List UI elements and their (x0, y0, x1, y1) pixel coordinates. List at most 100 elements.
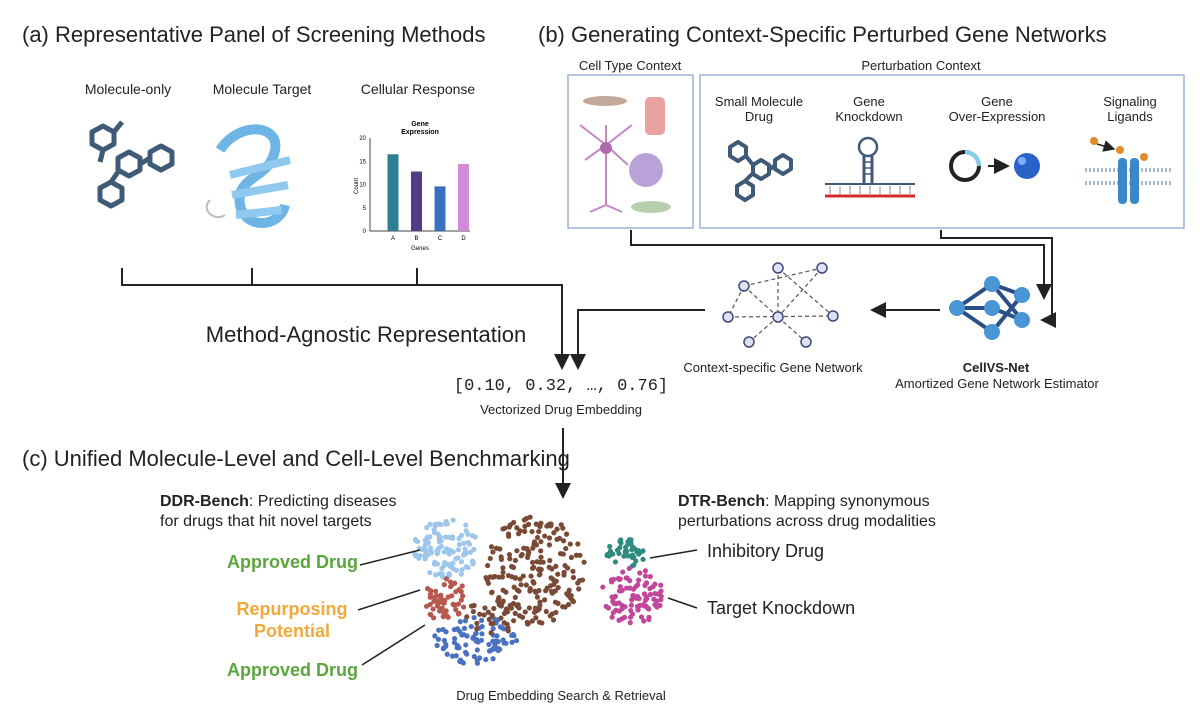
scatter-point-approved-2 (441, 637, 447, 643)
scatter-point-other (506, 551, 513, 558)
scatter-point-other (498, 615, 504, 621)
mini-chart-ytick: 20 (359, 136, 366, 142)
scatter-point-other (511, 618, 517, 624)
scatter-point-other (529, 559, 536, 566)
scatter-point-other (503, 606, 510, 612)
scatter-point-approved-2 (435, 636, 442, 642)
model-name: CellVS-Net (962, 360, 1030, 375)
scatter-point-other (529, 565, 536, 571)
scatter-point-knockdown (605, 605, 612, 611)
scatter-point-approved-2 (477, 655, 483, 661)
embedding-vector: [0.10, 0.32, …, 0.76] (453, 377, 669, 396)
dtr-bench-description: DTR-Bench: Mapping synonymous perturbati… (678, 493, 936, 530)
perturbation-box (699, 74, 1185, 229)
scatter-point-approved (431, 561, 438, 567)
scatter-point-other (560, 538, 567, 544)
scatter-point-other (502, 525, 508, 531)
scatter-point-other (561, 569, 567, 575)
scatter-point-approved (445, 561, 451, 567)
scatter-point-other (526, 549, 532, 556)
representation-label: Method-Agnostic Representation (205, 322, 527, 347)
scatter-point-other (500, 587, 506, 593)
scatter-point-other (560, 604, 566, 610)
scatter-point-other (565, 565, 571, 571)
scatter-point-other (481, 612, 487, 618)
scatter-point-other (526, 605, 533, 611)
scatter-point-other (512, 557, 519, 564)
mini-chart-ytick: 5 (363, 206, 367, 212)
mini-chart-xtick: D (461, 236, 466, 242)
cell-context-connector (630, 230, 1052, 300)
scatter-point-approved (441, 549, 447, 555)
scatter-point-knockdown (642, 573, 649, 579)
scatter-point-other (537, 523, 543, 530)
panel-b-title: (b) Generating Context-Specific Perturbe… (538, 22, 1107, 47)
scatter-point-repurposing (427, 594, 433, 600)
scatter-point-repurposing (423, 603, 430, 609)
scatter-point-approved-2 (479, 623, 485, 630)
scatter-point-other (506, 524, 512, 530)
scatter-point-other (521, 545, 527, 551)
scatter-point-repurposing (431, 598, 437, 604)
scatter-point-knockdown (637, 570, 643, 576)
scatter-point-approved-2 (488, 647, 495, 653)
scatter-point-other (497, 546, 503, 552)
scatter-point-other (487, 555, 493, 562)
scatter-point-approved (453, 556, 459, 562)
scatter-point-other (500, 565, 506, 571)
scatter-point-approved-2 (462, 618, 469, 624)
scatter-point-approved-2 (453, 653, 459, 659)
scatter-point-repurposing (455, 601, 461, 607)
scatter-point-other (546, 542, 553, 548)
scatter-point-other (529, 618, 535, 624)
scatter-point-repurposing (437, 608, 443, 614)
mini-chart-ytick: 0 (363, 229, 367, 235)
scatter-point-other (505, 531, 512, 537)
scatter-point-other (551, 530, 557, 536)
scatter-point-other (576, 586, 582, 592)
scatter-point-other (536, 587, 542, 594)
scatter-point-other (530, 579, 536, 585)
scatter-point-other (546, 535, 553, 541)
scatter-point-knockdown (611, 576, 617, 582)
scatter-point-repurposing (438, 592, 444, 598)
scatter-point-approved (438, 521, 444, 528)
scatter-point-approved (471, 546, 477, 552)
scatter-point-other (560, 525, 566, 531)
scatter-point-approved (460, 540, 467, 546)
scatter-point-knockdown (653, 602, 659, 608)
scatter-point-inhibitory (631, 545, 637, 552)
approved-drug-label-bottom: Approved Drug (227, 660, 359, 680)
method-label-cellular-response: Cellular Response (360, 81, 476, 97)
scatter-point-knockdown (617, 576, 623, 582)
gene-network-icon (727, 267, 834, 343)
scatter-point-repurposing (441, 582, 447, 588)
scatter-point-other (490, 620, 496, 627)
scatter-point-approved (467, 549, 473, 555)
scatter-point-knockdown (642, 582, 648, 588)
scatter-point-knockdown (644, 595, 650, 602)
scatter-point-approved (424, 524, 430, 531)
scatter-point-other (490, 549, 496, 555)
scatter-point-approved-2 (497, 646, 503, 652)
scatter-point-other (554, 536, 560, 542)
scatter-point-approved-2 (478, 637, 484, 643)
scatter-point-knockdown (628, 607, 634, 614)
scatter-point-other (512, 594, 518, 601)
scatter-point-approved-2 (457, 658, 463, 664)
scatter-point-other (563, 545, 569, 552)
scatter-point-other (515, 531, 522, 537)
scatter-point-approved (443, 518, 449, 525)
scatter-point-other (548, 575, 554, 581)
scatter-point-other (543, 608, 549, 615)
scatter-point-other (485, 562, 491, 569)
network-to-embedding-arrow (570, 309, 705, 370)
scatter-point-inhibitory (606, 553, 612, 559)
dtr-bench-name: DTR-Bench (678, 493, 766, 510)
scatter-point-other (531, 609, 538, 615)
scatter-point-other (523, 515, 530, 522)
scatter-point-approved-2 (509, 639, 515, 645)
